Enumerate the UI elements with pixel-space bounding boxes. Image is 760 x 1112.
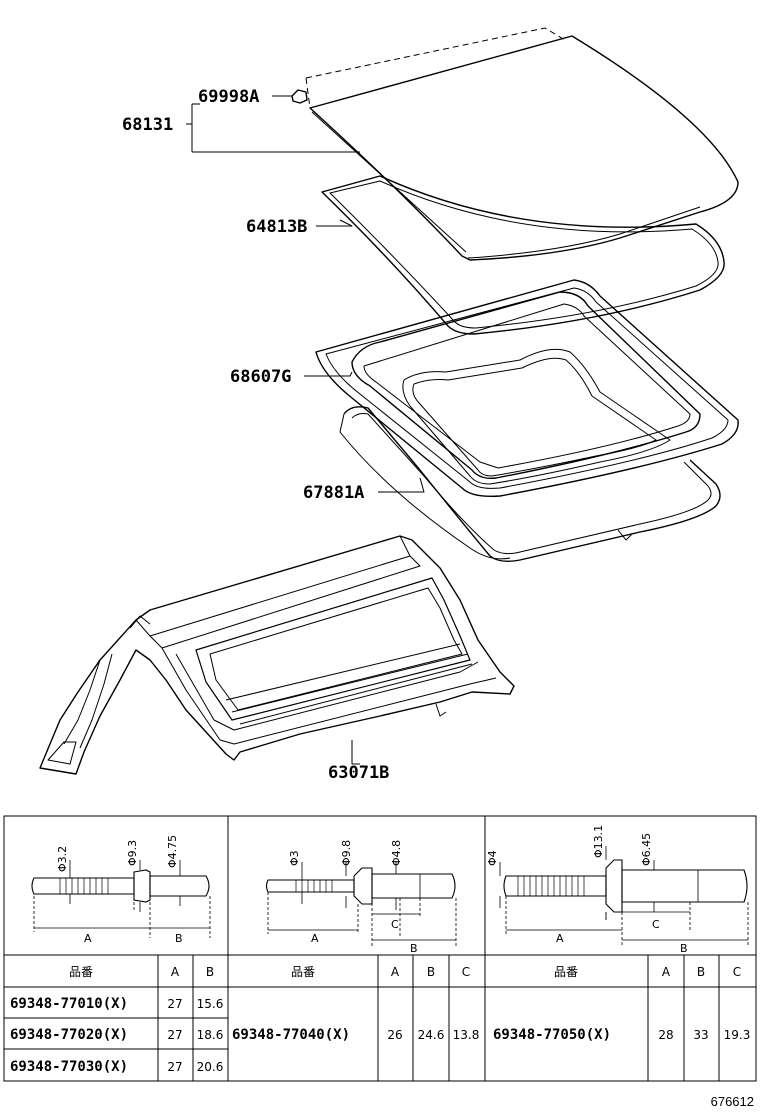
t3-row-b: 33 [693, 1028, 708, 1042]
rivet-drawings [31, 846, 749, 946]
r3-dia-shank: Φ4 [486, 850, 499, 866]
t2-row-b: 24.6 [418, 1028, 445, 1042]
t1-row2-part: 69348-77020(X) [10, 1027, 128, 1043]
t1-row1-part: 69348-77010(X) [10, 996, 128, 1012]
t1-row3-b: 20.6 [197, 1060, 224, 1074]
r2-dim-c: C [391, 918, 399, 931]
t3-row-c: 19.3 [724, 1028, 751, 1042]
callout-64813B: 64813B [246, 217, 307, 237]
callout-63071B: 63071B [328, 763, 389, 783]
r2-dia-body: Φ4.8 [390, 840, 403, 866]
r2-dim-b: B [410, 942, 418, 955]
r1-dim-b: B [175, 932, 183, 945]
callout-68607G: 68607G [230, 367, 291, 387]
t3-header-part: 品番 [554, 965, 578, 979]
t2-row-a: 26 [387, 1028, 402, 1042]
r2-dia-shank: Φ3 [288, 850, 301, 866]
t1-header-a: A [171, 965, 180, 979]
weatherstrip [339, 406, 721, 563]
t2-row-c: 13.8 [453, 1028, 480, 1042]
t3-row-a: 28 [658, 1028, 673, 1042]
t2-header-part: 品番 [291, 965, 315, 979]
callout-69998A: 69998A [198, 87, 259, 107]
t2-header-b: B [427, 965, 435, 979]
t3-header-b: B [697, 965, 705, 979]
roof-reinforcement [39, 535, 515, 775]
clip-part [291, 89, 308, 104]
sunroof-frame [315, 279, 739, 498]
t1-row1-b: 15.6 [197, 997, 224, 1011]
t1-header-part: 品番 [69, 965, 93, 979]
t1-row2-b: 18.6 [197, 1028, 224, 1042]
r2-dia-head: Φ9.8 [340, 840, 353, 866]
glass-seal [321, 175, 725, 335]
t1-row3-a: 27 [167, 1060, 182, 1074]
rivet-1 [31, 860, 211, 938]
r3-dim-c: C [652, 918, 660, 931]
t3-row-part: 69348-77050(X) [493, 1027, 611, 1043]
t2-header-a: A [391, 965, 400, 979]
rivet-table [3, 815, 757, 1082]
t2-header-c: C [462, 965, 470, 979]
roof-glass-panel [305, 27, 739, 261]
r1-dia-body: Φ4.75 [166, 835, 179, 868]
t1-row1-a: 27 [167, 997, 182, 1011]
r1-dim-a: A [84, 932, 92, 945]
t1-header-b: B [206, 965, 214, 979]
r3-dia-body: Φ6.45 [640, 833, 653, 866]
rivet-3 [499, 846, 749, 946]
rivet-2 [265, 862, 457, 946]
callout-68131: 68131 [122, 115, 173, 135]
t2-row-part: 69348-77040(X) [232, 1027, 350, 1043]
callout-67881A: 67881A [303, 483, 364, 503]
t3-header-c: C [733, 965, 741, 979]
r3-dia-head: Φ13.1 [592, 825, 605, 858]
r2-dim-a: A [311, 932, 319, 945]
t1-row2-a: 27 [167, 1028, 182, 1042]
r1-dia-shank: Φ3.2 [56, 846, 69, 872]
t1-row3-part: 69348-77030(X) [10, 1059, 128, 1075]
r3-dim-a: A [556, 932, 564, 945]
r1-dia-head: Φ9.3 [126, 840, 139, 866]
t3-header-a: A [662, 965, 671, 979]
leader-lines [186, 95, 425, 765]
r3-dim-b: B [680, 942, 688, 955]
diagram-code: 676612 [711, 1094, 754, 1109]
